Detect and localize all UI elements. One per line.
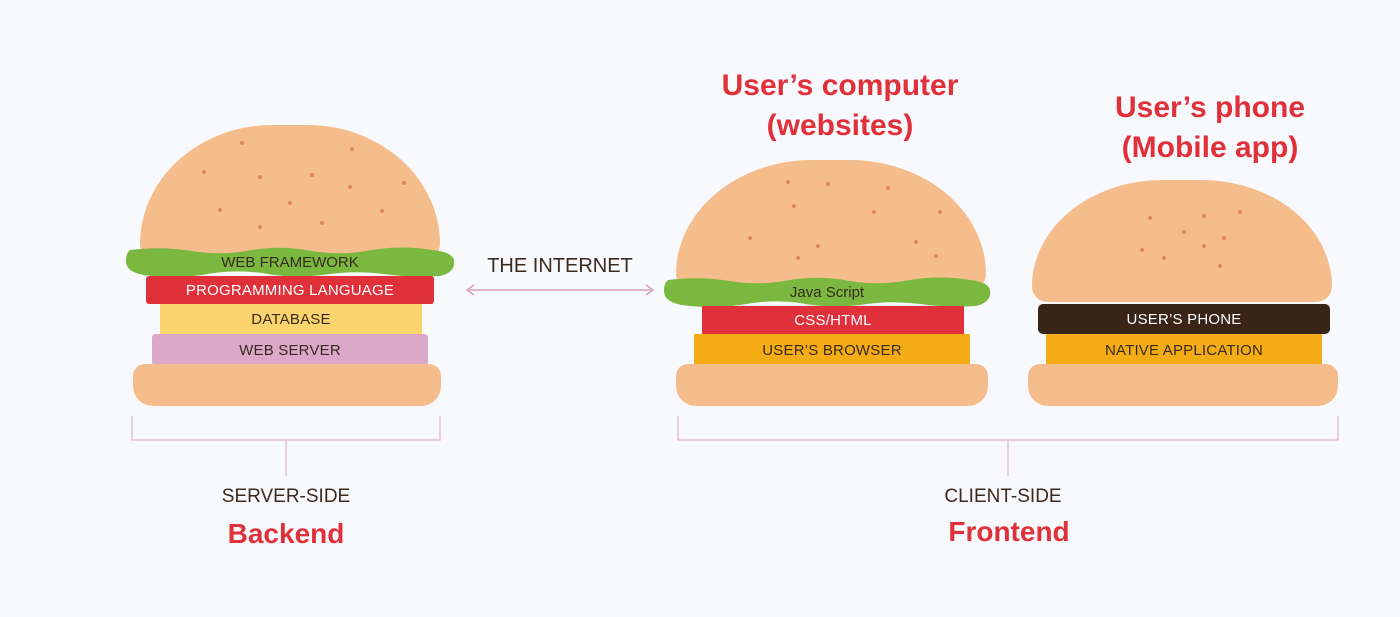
- backend-bun-top: [140, 125, 440, 260]
- seed: [1222, 236, 1226, 240]
- seed: [1218, 264, 1222, 268]
- backend-label: Backend: [227, 518, 345, 549]
- seed: [914, 240, 918, 244]
- seed: [258, 175, 262, 179]
- backend-layer-database: DATABASE: [160, 304, 422, 334]
- phone-title: User’s phone (Mobile app): [1060, 88, 1360, 168]
- lettuce-layer: [126, 247, 455, 277]
- seed: [886, 186, 890, 190]
- computer-layer-javascript: Java Script: [789, 283, 865, 301]
- phone-title-line1: User’s phone: [1114, 91, 1306, 124]
- seed: [310, 173, 314, 177]
- seed: [1238, 210, 1242, 214]
- seed: [1202, 244, 1206, 248]
- phone-bun-bottom: [1028, 364, 1338, 406]
- computer-layer-css-html: CSS/HTML: [702, 306, 964, 334]
- frontend-label: Frontend: [948, 516, 1070, 547]
- server-side-label: SERVER-SIDE: [221, 486, 351, 507]
- seed: [1182, 230, 1186, 234]
- phone-layer-users-phone: USER’S PHONE: [1038, 304, 1330, 334]
- phone-layer-native-application: NATIVE APPLICATION: [1046, 334, 1322, 366]
- seed: [218, 208, 222, 212]
- seed: [786, 180, 790, 184]
- seed: [872, 210, 876, 214]
- seed: [258, 225, 262, 229]
- lettuce-layer: [664, 277, 991, 307]
- seed: [748, 236, 752, 240]
- computer-title: User’s computer (websites): [690, 66, 990, 146]
- seed: [320, 221, 324, 225]
- internet-arrow: [465, 284, 655, 296]
- seed: [816, 244, 820, 248]
- seed: [402, 181, 406, 185]
- seed: [288, 201, 292, 205]
- phone-bun-top: [1032, 180, 1332, 302]
- computer-title-line2: (websites): [766, 109, 914, 142]
- backend-layer-web-server: WEB SERVER: [152, 334, 428, 366]
- computer-bun-top: [676, 160, 986, 290]
- seed: [938, 210, 942, 214]
- frontend-bracket: [677, 416, 1339, 476]
- seed: [380, 209, 384, 213]
- seed: [796, 256, 800, 260]
- seed: [792, 204, 796, 208]
- seed: [1162, 256, 1166, 260]
- backend-bracket: [131, 416, 441, 476]
- computer-title-line1: User’s computer: [721, 69, 959, 102]
- seed: [1140, 248, 1144, 252]
- client-side-label: CLIENT-SIDE: [944, 486, 1062, 507]
- seed: [934, 254, 938, 258]
- phone-title-line2: (Mobile app): [1121, 131, 1299, 164]
- seed: [826, 182, 830, 186]
- seed: [1202, 214, 1206, 218]
- computer-layer-browser: USER’S BROWSER: [694, 334, 970, 366]
- backend-bun-bottom: [133, 364, 441, 406]
- seed: [350, 147, 354, 151]
- backend-layer-programming-language: PROGRAMMING LANGUAGE: [146, 276, 434, 304]
- seed: [202, 170, 206, 174]
- internet-label: THE INTERNET: [487, 255, 633, 277]
- computer-bun-bottom: [676, 364, 988, 406]
- seed: [348, 185, 352, 189]
- seed: [240, 141, 244, 145]
- backend-layer-label: WEB FRAMEWORK: [221, 253, 359, 271]
- seed: [1148, 216, 1152, 220]
